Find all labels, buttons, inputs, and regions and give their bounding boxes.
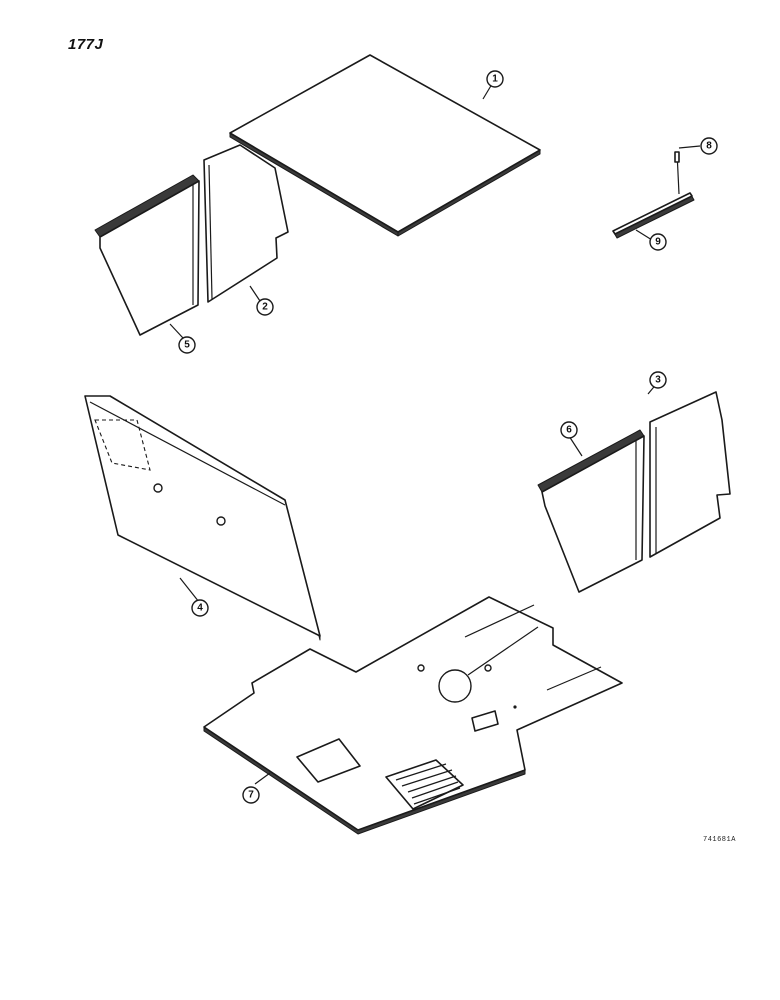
part-5-side-panel bbox=[94, 174, 200, 336]
part-8-fastener bbox=[674, 151, 680, 195]
part-9-retainer-strip bbox=[612, 192, 695, 239]
model-number: 177J bbox=[68, 36, 104, 53]
svg-text:9: 9 bbox=[655, 237, 661, 248]
part-1-roof-panel bbox=[229, 54, 541, 237]
callout-5: 5 bbox=[178, 336, 196, 354]
svg-text:8: 8 bbox=[706, 141, 712, 152]
svg-text:2: 2 bbox=[262, 302, 268, 313]
callout-8: 8 bbox=[700, 137, 718, 155]
callout-3: 3 bbox=[649, 371, 667, 389]
svg-text:3: 3 bbox=[655, 375, 661, 386]
drawing-number: 741681A bbox=[703, 836, 736, 844]
leader-lines bbox=[169, 83, 701, 785]
callout-6: 6 bbox=[560, 421, 578, 439]
part-4-rear-panel bbox=[84, 395, 321, 641]
svg-text:4: 4 bbox=[197, 603, 203, 614]
part-6-side-panel bbox=[537, 429, 645, 593]
callout-2: 2 bbox=[256, 298, 274, 316]
callout-1: 1 bbox=[486, 70, 504, 88]
svg-text:5: 5 bbox=[184, 340, 190, 351]
svg-text:6: 6 bbox=[566, 425, 572, 436]
part-3-side-panel bbox=[649, 391, 731, 558]
callout-4: 4 bbox=[191, 599, 209, 617]
callout-9: 9 bbox=[649, 233, 667, 251]
callout-7: 7 bbox=[242, 786, 260, 804]
svg-text:7: 7 bbox=[248, 790, 254, 801]
part-2-side-panel bbox=[203, 144, 289, 303]
part-7-floor-mat bbox=[203, 596, 623, 835]
svg-text:1: 1 bbox=[492, 74, 498, 85]
